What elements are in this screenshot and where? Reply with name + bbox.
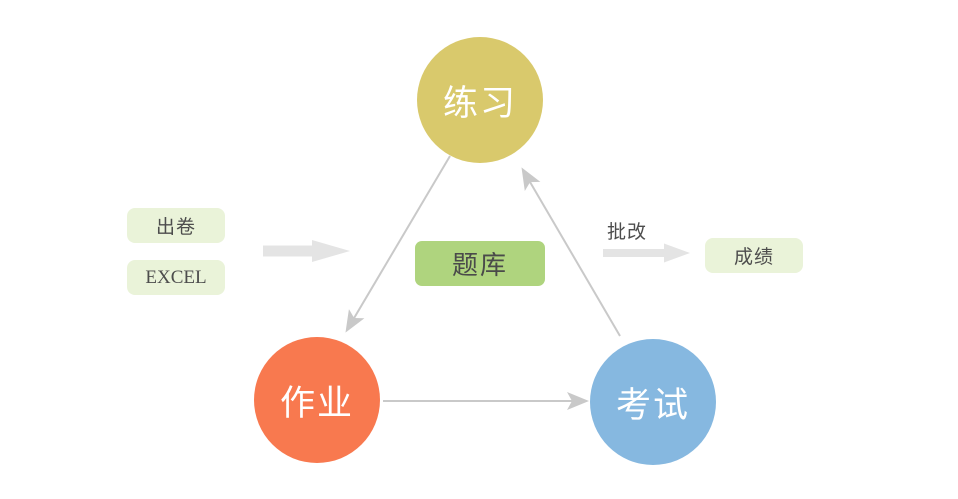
tag-excel-label: EXCEL bbox=[145, 266, 207, 288]
block-arrow-left bbox=[263, 240, 350, 262]
block-arrow-grading bbox=[603, 243, 690, 263]
node-homework-label: 作业 bbox=[279, 383, 354, 423]
node-exam-label: 考试 bbox=[615, 385, 690, 425]
node-question-bank: 题库 bbox=[415, 241, 545, 286]
node-question-bank-label: 题库 bbox=[451, 250, 508, 280]
edge-practice-to-homework bbox=[345, 155, 451, 333]
tag-score: 成绩 bbox=[705, 238, 803, 273]
label-grading-text: 批改 bbox=[607, 222, 648, 243]
node-practice-label: 练习 bbox=[442, 83, 517, 123]
tag-create-paper-label: 出卷 bbox=[155, 217, 196, 238]
label-grading: 批改 bbox=[607, 217, 647, 244]
node-homework: 作业 bbox=[254, 337, 380, 463]
edge-exam-to-practice bbox=[521, 167, 621, 337]
tag-excel: EXCEL bbox=[127, 260, 225, 295]
tag-score-label: 成绩 bbox=[733, 247, 774, 268]
tag-create-paper: 出卷 bbox=[127, 208, 225, 243]
node-practice: 练习 bbox=[417, 37, 543, 163]
node-exam: 考试 bbox=[590, 339, 716, 465]
